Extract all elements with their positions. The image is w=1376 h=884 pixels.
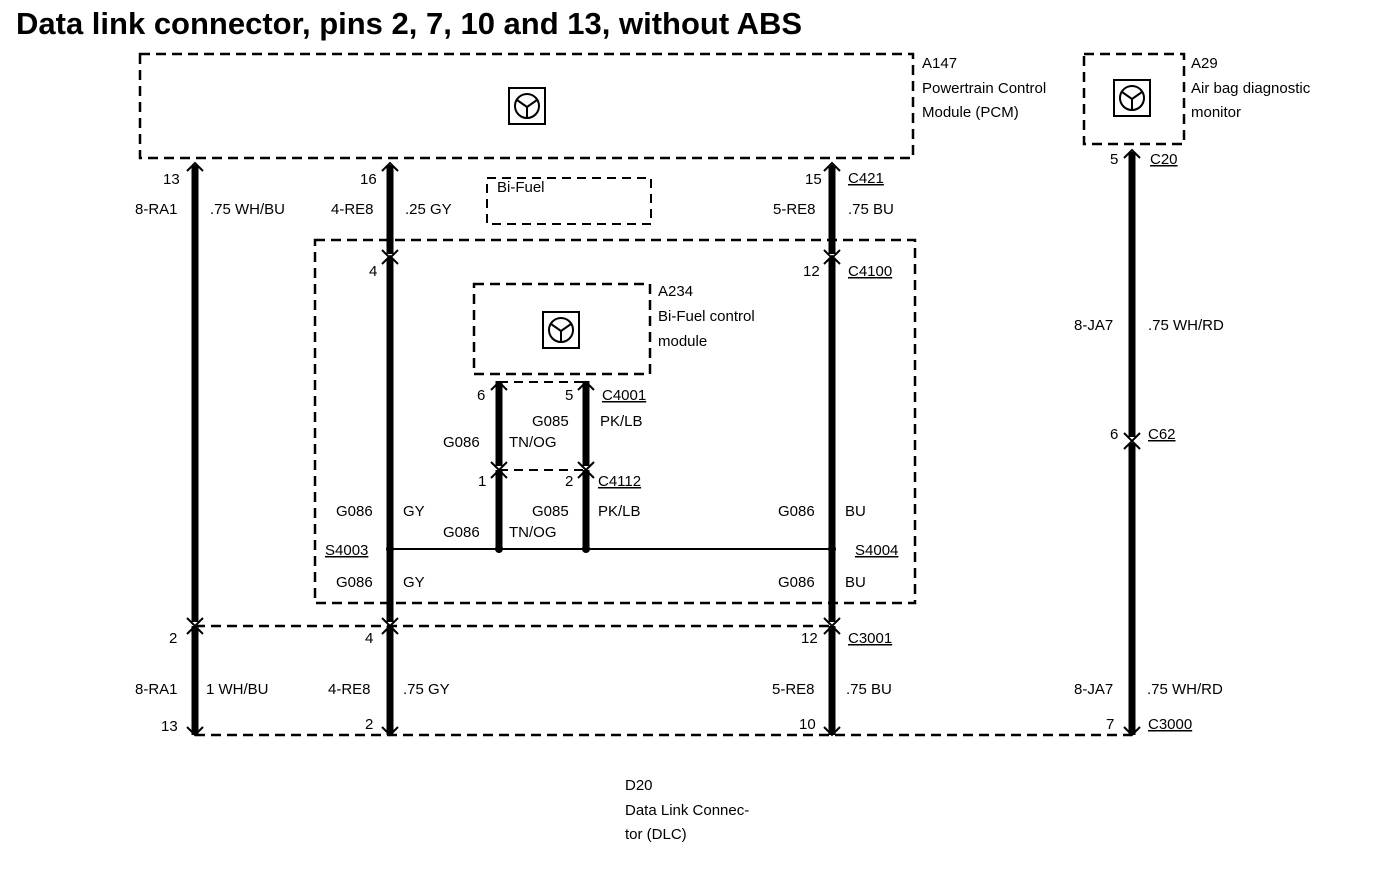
circuit-g085-lower: G085 [532,503,569,520]
connector-id-c4100: C4100 [848,263,892,280]
airbag-name-line1: Air bag diagnostic [1191,80,1311,97]
circuit-g086-bu-lower: G086 [778,574,815,591]
pin-label: 12 [801,630,818,647]
pin-label: 16 [360,171,377,188]
color-gy-lower: GY [403,574,425,591]
pin-label: 5 [1110,151,1118,168]
page-title: Data link connector, pins 2, 7, 10 and 1… [16,6,802,41]
circuit-g086-gy-upper: G086 [336,503,373,520]
pcm-id: A147 [922,55,957,72]
pin-label: 13 [163,171,180,188]
wire-spec-re8-5-bottom: .75 BU [846,681,892,698]
color-pklb-upper: PK/LB [600,413,643,430]
airbag-module-box [1082,52,1186,146]
connector-id-c62: C62 [1148,426,1176,443]
airbag-id: A29 [1191,55,1218,72]
bifuel-region-box [313,238,917,605]
dlc-name-line2: tor (DLC) [625,826,687,843]
pin-label: 1 [478,473,486,490]
splice-dot-s4003 [386,545,394,553]
color-gy-upper: GY [403,503,425,520]
wire-code-ja7-top: 8-JA7 [1074,317,1113,334]
splice-dot-s4004 [828,545,836,553]
airbag-name-line2: monitor [1191,104,1241,121]
circuit-g085-upper: G085 [532,413,569,430]
bifuel-option-box [486,177,652,225]
module-symbol-icon [508,87,546,125]
circuit-g086-gy-lower: G086 [336,574,373,591]
splice-dot-tnog [495,545,503,553]
module-symbol-icon [542,311,580,349]
wire-code-ja7-bottom: 8-JA7 [1074,681,1113,698]
color-pklb-lower: PK/LB [598,503,641,520]
connector-id-c4001: C4001 [602,387,646,404]
pin-label: 12 [803,263,820,280]
pin-label: 5 [565,387,573,404]
color-tnog-upper: TN/OG [509,434,557,451]
module-symbol-icon [1113,79,1151,117]
pin-label: 2 [169,630,177,647]
connector-id-c20: C20 [1150,151,1178,168]
bifuel-module-id: A234 [658,283,693,300]
splice-id-s4003: S4003 [325,542,368,559]
color-bu-upper: BU [845,503,866,520]
connector-chevrons [186,148,1141,737]
dlc-name-line1: Data Link Connec- [625,802,749,819]
wire-spec-re8-4-bottom: .75 GY [403,681,450,698]
color-bu-lower: BU [845,574,866,591]
connector-id-c3000: C3000 [1148,716,1192,733]
pin-label: 4 [369,263,377,280]
wire-code-re8-5-bottom: 5-RE8 [772,681,815,698]
splice-id-s4004: S4004 [855,542,898,559]
pin-label: 10 [799,716,816,733]
wire-code-re8-5-top: 5-RE8 [773,201,816,218]
dlc-id: D20 [625,777,653,794]
wire-spec-re8-5-top: .75 BU [848,201,894,218]
connector-id-c4112: C4112 [598,473,641,490]
connector-id-c421: C421 [848,170,884,187]
pcm-name-line2: Module (PCM) [922,104,1019,121]
pcm-module-box [138,52,915,160]
pin-label: 2 [565,473,573,490]
pin-label: 15 [805,171,822,188]
wire-spec-re8-4-top: .25 GY [405,201,452,218]
circuit-g086-bu-upper: G086 [778,503,815,520]
circuit-g086-lower: G086 [443,524,480,541]
wire-spec-ja7-top: .75 WH/RD [1148,317,1224,334]
pin-label: 4 [365,630,373,647]
wire-spec-ra1-bottom: 1 WH/BU [206,681,269,698]
wire-code-ra1-top: 8-RA1 [135,201,178,218]
pin-label: 13 [161,718,178,735]
bifuel-module-box [472,282,652,376]
color-tnog-lower: TN/OG [509,524,557,541]
connector-id-c3001: C3001 [848,630,892,647]
wire-code-re8-4-bottom: 4-RE8 [328,681,371,698]
bifuel-module-name-line2: module [658,333,707,350]
splice-dot-pklb [582,545,590,553]
wire-spec-ra1-top: .75 WH/BU [210,201,285,218]
wire-code-ra1-bottom: 8-RA1 [135,681,178,698]
pin-label: 7 [1106,716,1114,733]
bifuel-option-label: Bi-Fuel [497,179,545,196]
pin-label: 6 [477,387,485,404]
pcm-name-line1: Powertrain Control [922,80,1046,97]
bifuel-module-name-line1: Bi-Fuel control [658,308,755,325]
pin-label: 2 [365,716,373,733]
wire-code-re8-4-top: 4-RE8 [331,201,374,218]
circuit-g086-upper: G086 [443,434,480,451]
wire-spec-ja7-bottom: .75 WH/RD [1147,681,1223,698]
pin-label: 6 [1110,426,1118,443]
